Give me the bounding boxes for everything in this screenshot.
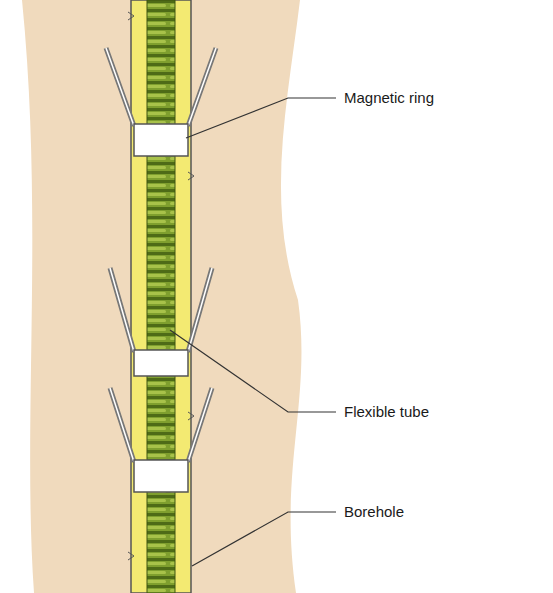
borehole-wall [131,0,191,593]
rock-mass [22,0,301,593]
part-label: Flexible tube [342,403,431,421]
anchor-claws [106,48,216,462]
break-marks [128,12,194,560]
magnetic-rings [134,124,188,492]
flexible-tube [147,0,175,593]
part-label: Magnetic ring [342,89,436,107]
part-label: Borehole [342,503,406,521]
leader-lines [170,98,336,566]
